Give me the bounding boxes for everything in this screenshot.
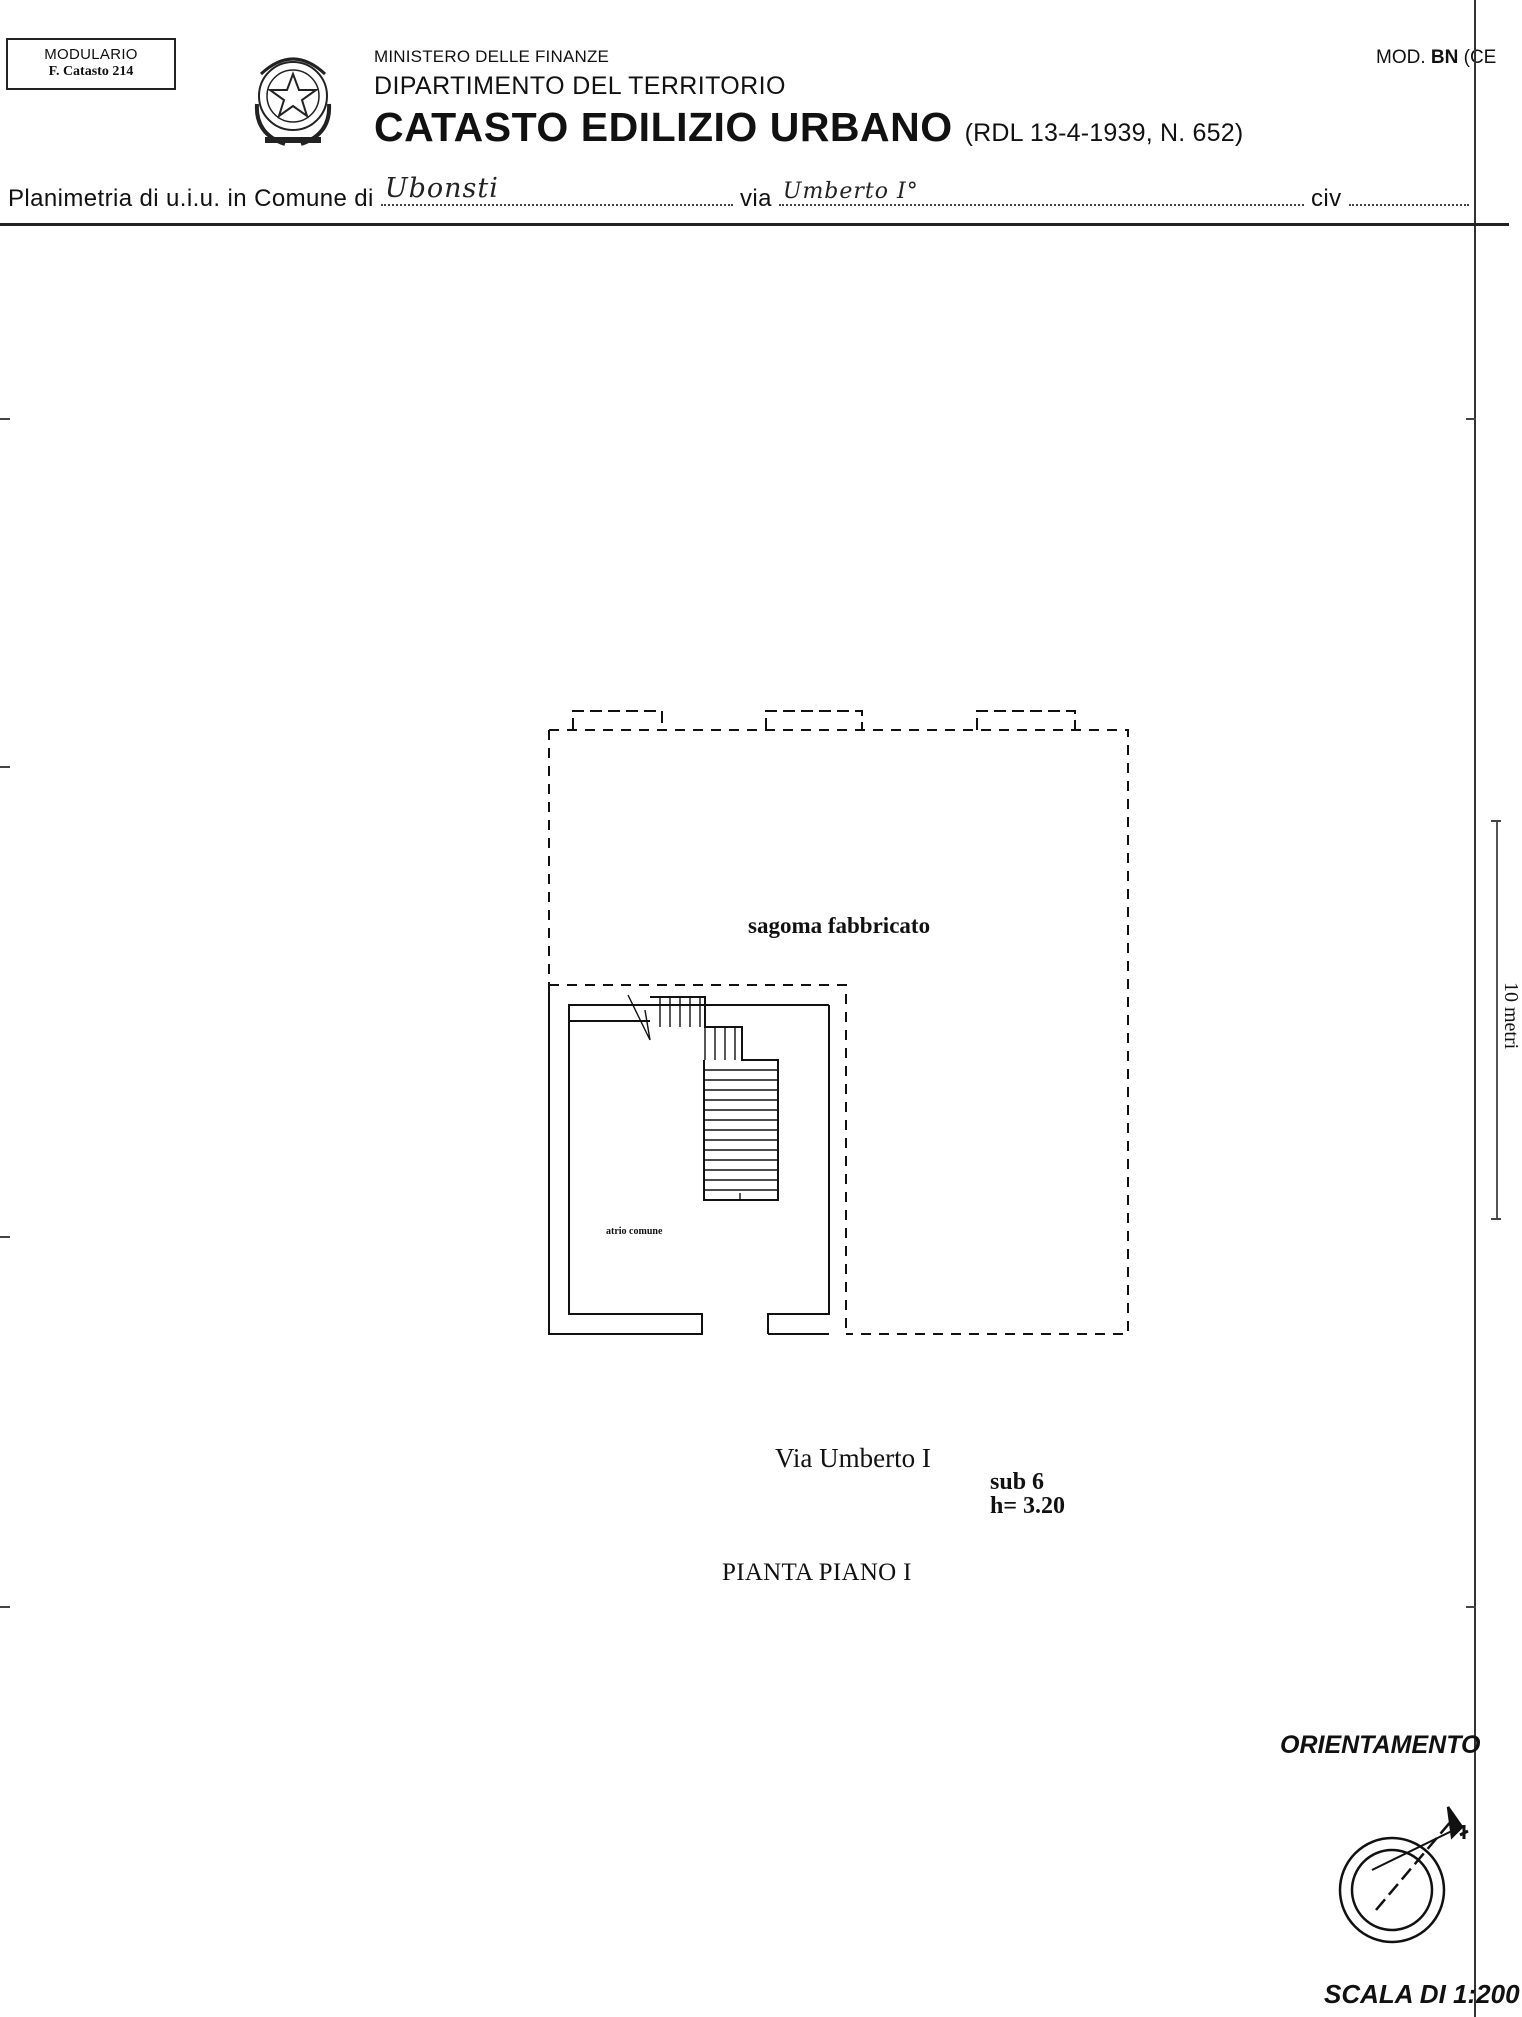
scale-bar bbox=[1496, 820, 1498, 1220]
stair-enclosure bbox=[549, 984, 847, 1334]
right-margin-rule bbox=[1474, 0, 1476, 2017]
floor-title: PIANTA PIANO I bbox=[722, 1559, 912, 1586]
modulario-box: MODULARIO F. Catasto 214 bbox=[6, 38, 176, 90]
margin-tick bbox=[0, 1236, 10, 1238]
comune-value: Ubonsti bbox=[384, 173, 499, 204]
comune-field: Ubonsti bbox=[380, 173, 733, 206]
scale-bar-end bbox=[1491, 1218, 1501, 1220]
atrio-wall bbox=[767, 1005, 830, 1334]
via-field: Umberto I° bbox=[778, 179, 1304, 206]
balcony bbox=[976, 710, 1076, 730]
margin-tick bbox=[0, 1606, 10, 1608]
planimetria-line: Planimetria di u.i.u. in Comune di Ubons… bbox=[8, 173, 1469, 213]
modulario-label: MODULARIO bbox=[44, 46, 138, 63]
via-label: via bbox=[739, 185, 772, 212]
margin-tick bbox=[0, 418, 10, 420]
margin-tick bbox=[1466, 1606, 1476, 1608]
model-suffix: (CE bbox=[1463, 47, 1497, 68]
planimetria-prefix: Planimetria di u.i.u. in Comune di bbox=[8, 185, 374, 212]
room-label: atrio comune bbox=[606, 1226, 663, 1237]
height-label: h= 3.20 bbox=[990, 1493, 1066, 1519]
law-reference: (RDL 13-4-1939, N. 652) bbox=[964, 119, 1244, 147]
title-text: CATASTO EDILIZIO URBANO bbox=[374, 104, 953, 150]
department-name: DIPARTIMENTO DEL TERRITORIO bbox=[374, 72, 786, 100]
via-value: Umberto I° bbox=[782, 179, 919, 204]
header-rule bbox=[0, 223, 1509, 226]
document-title: CATASTO EDILIZIO URBANO (RDL 13-4-1939, … bbox=[374, 104, 1243, 151]
scale-bar-end bbox=[1491, 820, 1501, 822]
building-outline bbox=[548, 729, 1129, 1335]
balcony bbox=[572, 710, 663, 730]
ministry-name: MINISTERO DELLE FINANZE bbox=[374, 47, 610, 66]
scale-bar-label: 10 metri bbox=[1500, 982, 1522, 1050]
stair-steps bbox=[627, 994, 778, 1200]
margin-tick bbox=[1466, 418, 1476, 420]
atrio-wall bbox=[548, 985, 829, 1335]
floor-plan bbox=[548, 710, 1129, 1335]
orientation-label: ORIENTAMENTO bbox=[1280, 1731, 1481, 1759]
model-prefix: MOD. bbox=[1376, 47, 1426, 68]
margin-tick bbox=[0, 766, 10, 768]
republic-emblem-icon bbox=[254, 57, 332, 146]
civ-label: civ bbox=[1310, 185, 1342, 212]
unit-info: sub 6 h= 3.20 bbox=[990, 1470, 1065, 1518]
stair-flight bbox=[650, 996, 779, 1201]
balcony bbox=[765, 710, 863, 730]
building-outline-label: sagoma fabbricato bbox=[748, 913, 931, 938]
north-arrow-icon bbox=[1338, 1806, 1469, 1944]
modulario-code: F. Catasto 214 bbox=[48, 64, 134, 79]
civ-field bbox=[1348, 184, 1469, 206]
scale-label: SCALA DI 1:200 bbox=[1324, 1979, 1520, 2009]
model-code-bold: BN bbox=[1430, 47, 1459, 68]
sub-label: sub 6 bbox=[990, 1469, 1045, 1495]
street-label: Via Umberto I bbox=[775, 1443, 931, 1473]
model-code: MOD. BN (CE bbox=[1376, 47, 1496, 69]
